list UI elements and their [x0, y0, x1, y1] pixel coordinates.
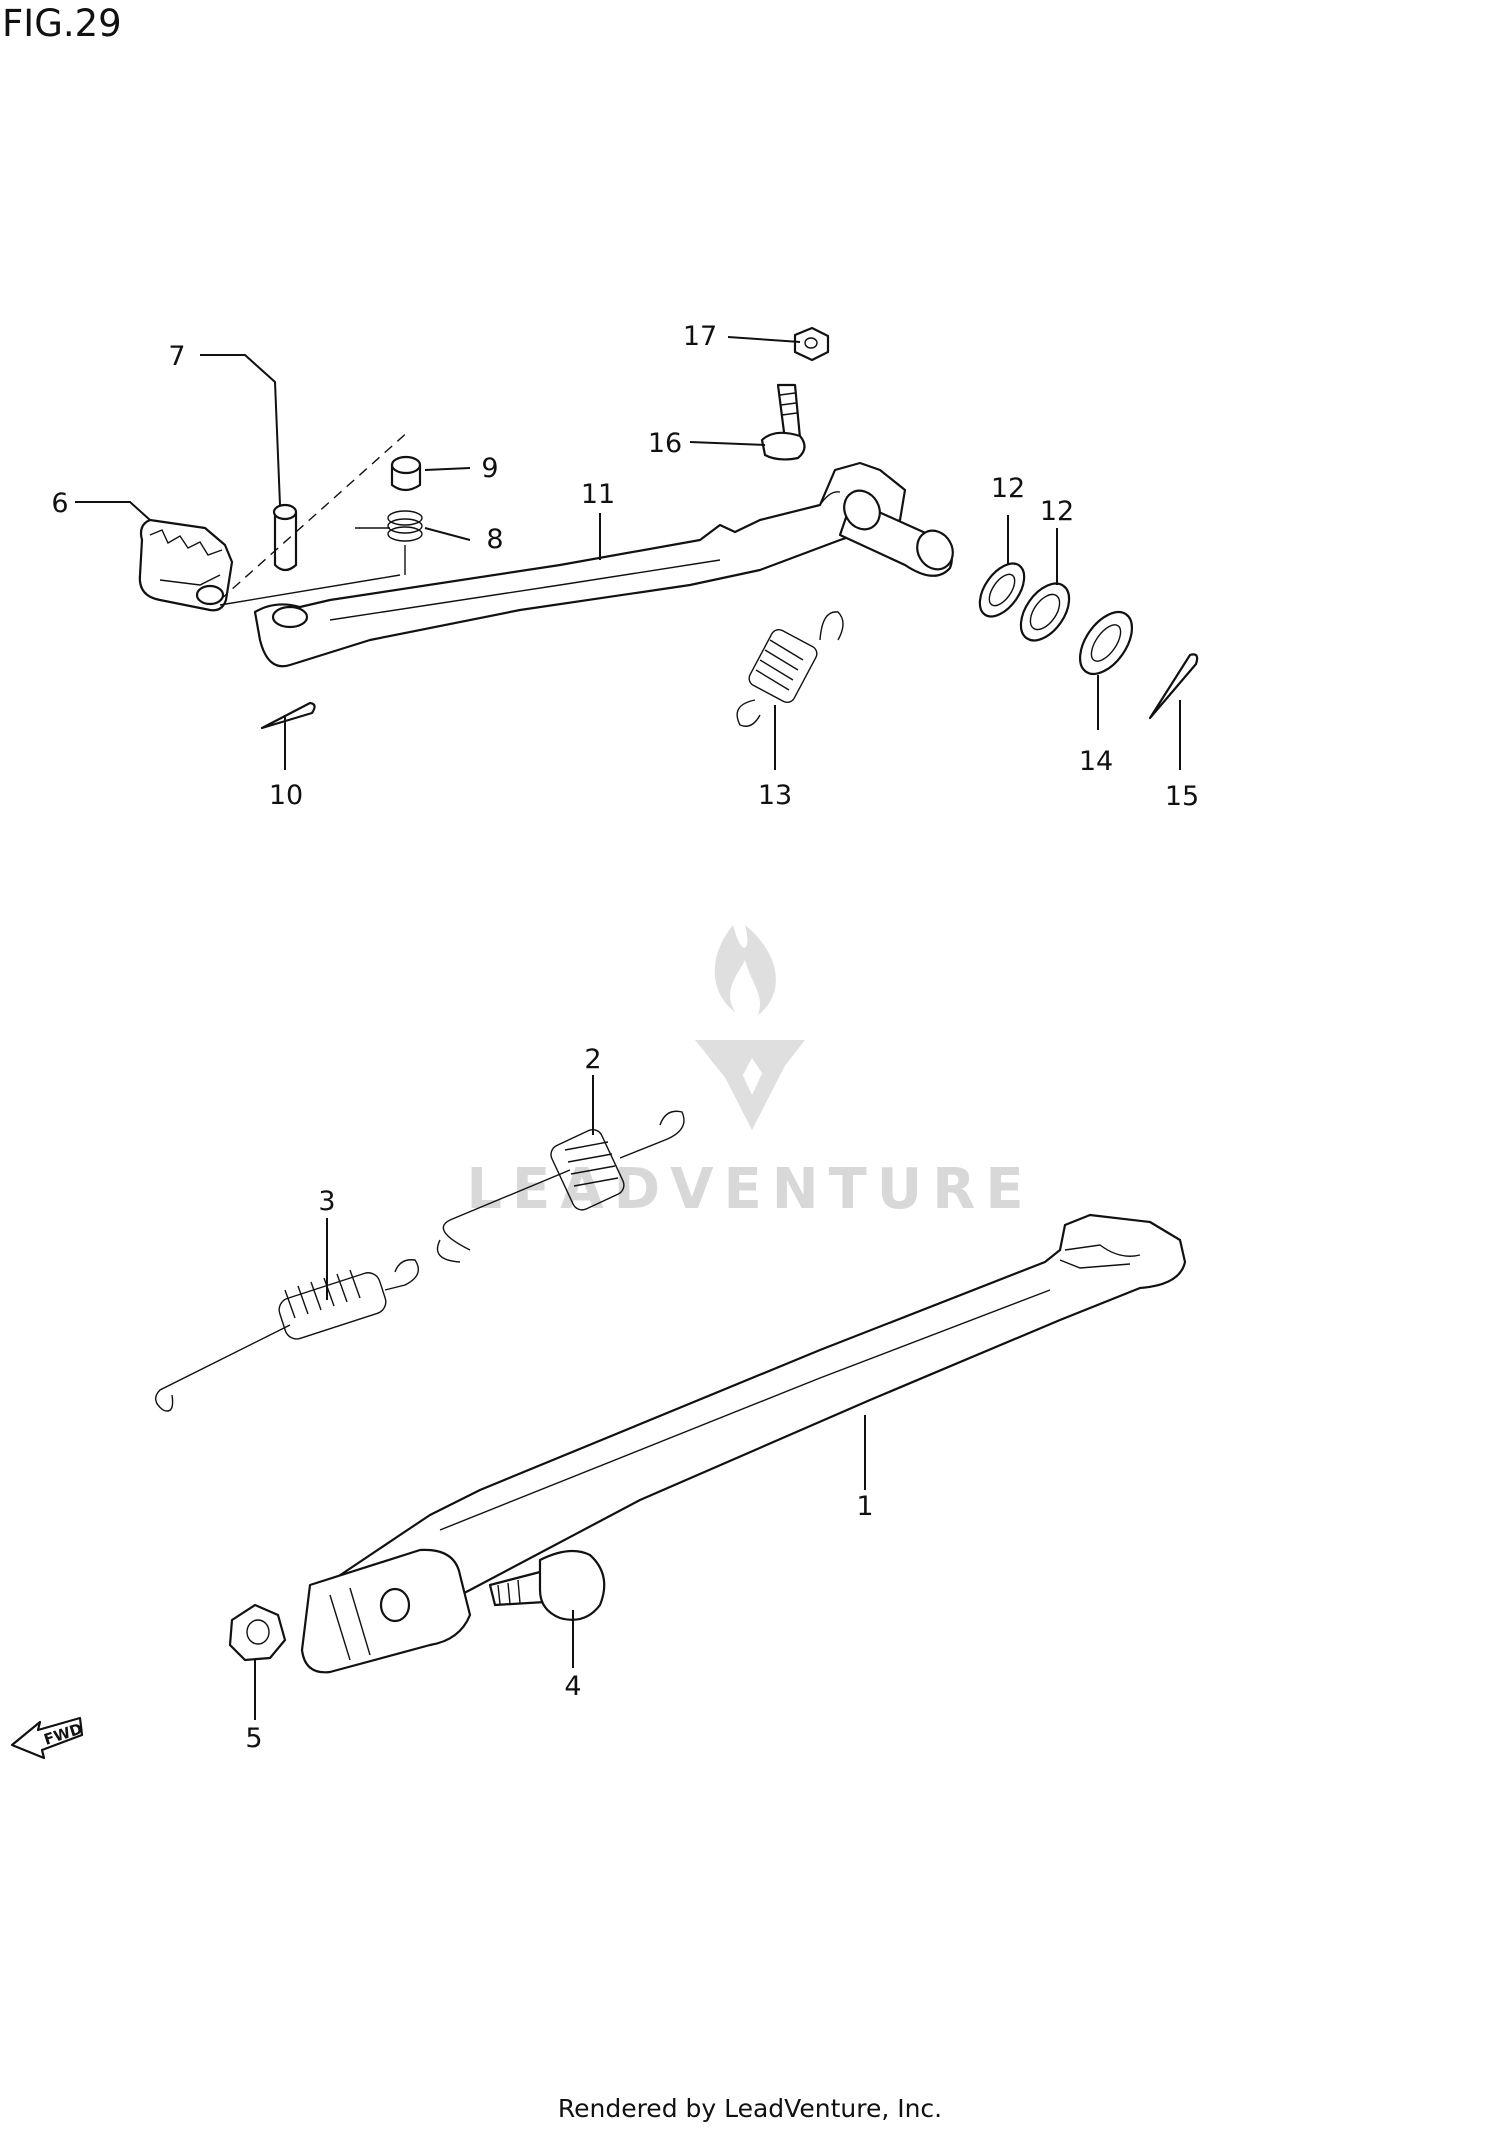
callout-5: 5 [245, 1723, 262, 1754]
callout-17: 17 [683, 321, 717, 352]
side-stand-spring-upper [436, 1110, 685, 1263]
callout-15: 15 [1165, 781, 1199, 812]
nut-top [793, 326, 830, 362]
forward-direction-arrow: FWD [10, 1716, 85, 1760]
callout-leaders [75, 336, 1181, 1720]
side-stand-nut [228, 1603, 287, 1662]
fwd-label: FWD [42, 1720, 85, 1749]
pedal-return-spring [736, 611, 844, 727]
side-stand-pivot [300, 1548, 472, 1674]
callout-8: 8 [486, 524, 503, 555]
pedal-tip [138, 518, 234, 612]
cotter-pin [1148, 653, 1199, 720]
cotter-pin-small [260, 701, 316, 730]
callout-6: 6 [51, 488, 68, 519]
washer-large [1078, 611, 1134, 675]
washer-b [1019, 582, 1071, 642]
callout-9: 9 [481, 453, 498, 484]
callout-4: 4 [564, 1671, 581, 1702]
callout-12b: 12 [1040, 496, 1074, 527]
brake-pedal-arm [253, 461, 954, 668]
footer-credit: Rendered by LeadVenture, Inc. [557, 2094, 943, 2123]
watermark-text: LEADVENTURE [466, 1157, 1033, 1222]
pedal-spring [355, 510, 423, 542]
callout-11: 11 [581, 479, 615, 510]
watermark-logo [695, 925, 805, 1130]
washer-a [978, 562, 1026, 618]
callout-10: 10 [269, 780, 303, 811]
callout-16: 16 [648, 428, 682, 459]
callout-14: 14 [1079, 746, 1113, 777]
callout-7: 7 [168, 341, 185, 372]
callout-1: 1 [856, 1491, 873, 1522]
collar [390, 455, 422, 492]
pedal-pin [272, 503, 298, 572]
callout-12a: 12 [991, 473, 1025, 504]
callout-3: 3 [318, 1186, 335, 1217]
figure-title: FIG.29 [2, 2, 122, 45]
side-stand-bolt [488, 1549, 606, 1621]
callout-2: 2 [584, 1044, 601, 1075]
pedal-bolt [760, 383, 806, 461]
side-stand-spring-lower [155, 1259, 419, 1412]
callout-13: 13 [758, 780, 792, 811]
